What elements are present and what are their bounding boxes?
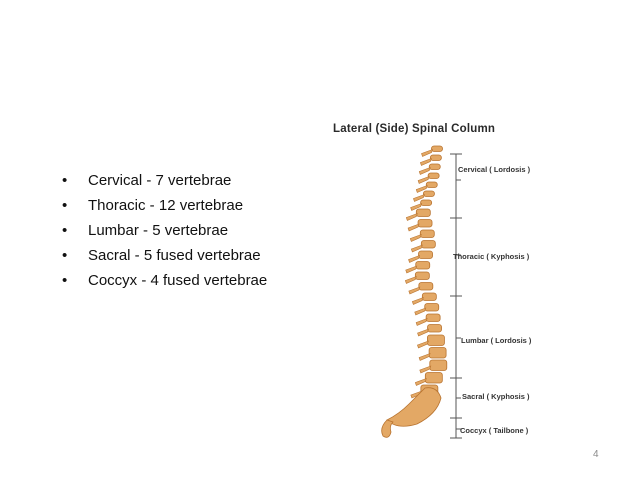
spinous-process — [418, 353, 431, 361]
vertebra-body — [415, 208, 431, 217]
vertebra-body — [420, 199, 433, 206]
vertebra-body — [428, 163, 441, 170]
vertebra-body — [414, 271, 430, 280]
spinous-process — [419, 365, 432, 374]
spinous-process — [415, 318, 428, 326]
spinous-process — [408, 255, 421, 263]
spinal-column-figure: Lateral (Side) Spinal Column Cervical ( … — [325, 118, 585, 448]
bullet-item-cervical: • Cervical - 7 vertebrae — [60, 168, 267, 193]
vertebra-body — [424, 303, 440, 312]
vertebra-body — [429, 359, 448, 371]
spinous-process — [419, 158, 432, 166]
bullet-text: Cervical - 7 vertebrae — [88, 172, 232, 189]
bullet-dot: • — [62, 272, 68, 289]
bullet-text: Sacral - 5 fused vertebrae — [88, 247, 261, 264]
vertebra-body — [415, 261, 431, 270]
spinous-process — [407, 223, 420, 232]
spinous-process — [413, 194, 425, 202]
spinous-process — [404, 276, 417, 284]
bullet-item-sacral: • Sacral - 5 fused vertebrae — [60, 243, 267, 268]
vertebra-body — [418, 250, 433, 259]
vertebra-body — [431, 145, 443, 152]
bullet-list: • Cervical - 7 vertebrae • Thoracic - 12 v… — [60, 168, 267, 293]
spinous-process — [417, 176, 430, 184]
bullet-item-coccyx: • Coccyx - 4 fused vertebrae — [60, 268, 267, 293]
spinous-process — [417, 340, 429, 349]
bullet-dot: • — [62, 197, 68, 214]
vertebra-body — [429, 154, 442, 161]
vertebra-body — [419, 229, 435, 238]
spinous-process — [417, 328, 430, 337]
vertebra-body — [427, 324, 442, 333]
spinous-process — [414, 307, 427, 316]
coccyx-bone — [381, 419, 394, 438]
bullet-dot: • — [62, 172, 68, 189]
label-thoracic: Thoracic ( Kyphosis ) — [453, 252, 530, 261]
vertebra-body — [417, 219, 433, 228]
label-lumbar: Lumbar ( Lordosis ) — [461, 336, 532, 345]
spinous-process — [408, 286, 421, 295]
bullet-item-lumbar: • Lumbar - 5 vertebrae — [60, 218, 267, 243]
page-number: 4 — [593, 449, 599, 460]
bullet-item-thoracic: • Thoracic - 12 vertebrae — [60, 193, 267, 218]
sacrum — [386, 387, 442, 427]
vertebra-body — [427, 172, 440, 179]
figure-title: Lateral (Side) Spinal Column — [333, 123, 496, 135]
vertebra-body — [425, 313, 441, 322]
vertebra-body — [420, 240, 436, 249]
spinous-process — [418, 167, 431, 175]
vertebra-body — [428, 347, 447, 359]
spinous-process — [410, 244, 423, 253]
spinous-process — [405, 213, 418, 221]
label-sacral: Sacral ( Kyphosis ) — [462, 392, 530, 401]
bullet-text: Lumbar - 5 vertebrae — [88, 222, 229, 239]
vertebra-body — [425, 181, 438, 188]
vertebra-body — [424, 372, 443, 384]
spinous-process — [405, 265, 418, 274]
spinous-process — [421, 149, 433, 157]
spinous-process — [415, 185, 428, 193]
vertebra-body — [418, 282, 434, 291]
label-cervical: Cervical ( Lordosis ) — [458, 165, 531, 174]
vertebra-body — [421, 292, 437, 301]
spinous-process — [414, 378, 427, 386]
spinous-process — [410, 203, 423, 211]
label-coccyx: Coccyx ( Tailbone ) — [460, 426, 529, 435]
spinous-process — [411, 297, 424, 305]
bullet-dot: • — [62, 222, 68, 239]
bullet-dot: • — [62, 247, 68, 264]
spine-illustration — [381, 145, 462, 439]
vertebra-body — [423, 190, 435, 197]
vertebra-body — [427, 334, 445, 346]
spinous-process — [409, 234, 422, 242]
bullet-text: Coccyx - 4 fused vertebrae — [88, 272, 268, 289]
bullet-text: Thoracic - 12 vertebrae — [88, 197, 244, 214]
